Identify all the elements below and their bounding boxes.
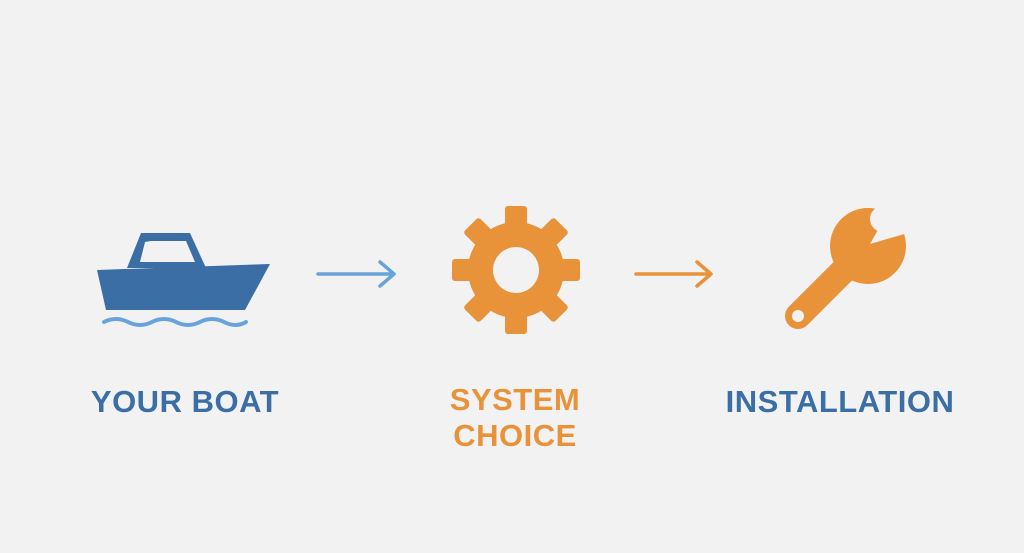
step-label-your-boat: YOUR BOAT xyxy=(90,384,280,419)
boat-icon xyxy=(97,233,270,327)
arrow-right-icon xyxy=(634,260,713,288)
step-label-line: SYSTEM xyxy=(449,382,581,417)
gear-icon xyxy=(452,206,580,334)
step-label-installation: INSTALLATION xyxy=(725,384,955,419)
step-label-line: CHOICE xyxy=(453,418,577,453)
step-label-system-choice: SYSTEM CHOICE xyxy=(390,382,640,454)
arrow-right-icon xyxy=(316,260,396,288)
wrench-icon xyxy=(785,203,918,329)
